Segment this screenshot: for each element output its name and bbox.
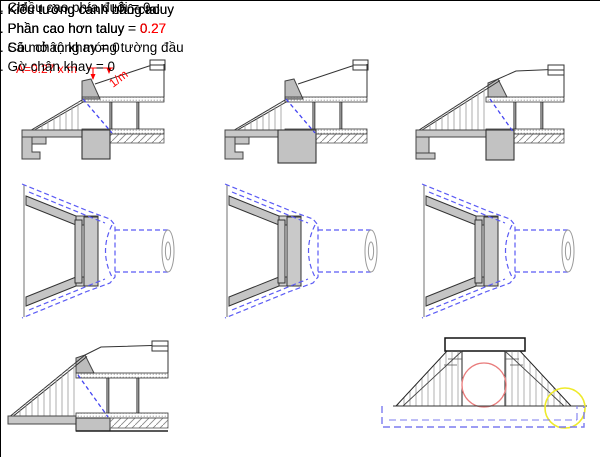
shallow-footing xyxy=(75,417,111,432)
panel2-value: 0.27 xyxy=(139,21,167,36)
panel2-line3: . Có mở rộng móng tường đầu xyxy=(0,40,184,55)
cutoff-stub xyxy=(31,136,47,145)
pipe-circle xyxy=(461,362,507,408)
panel4-line3: . Sâu chân khay = 0 xyxy=(0,40,120,55)
plan-dashed-outline xyxy=(21,183,168,319)
wing-wall-top xyxy=(81,78,101,100)
elevation-caption: . Chiều cao phía đuôi = 0 xyxy=(0,0,151,15)
widened-footing xyxy=(277,129,317,164)
apron-slab xyxy=(21,129,83,138)
dimension-label: A=0.27 x m xyxy=(16,62,77,76)
wing-wall-lower xyxy=(25,276,77,307)
headwall-footing xyxy=(81,129,111,160)
panel2-text: . Kiểu tường cánh nhô cao . Phần cao hơn… xyxy=(0,0,184,57)
wall-slope-dashed xyxy=(489,98,515,134)
panel4-text: . Kiểu tường cánh bằng taluy . Phần cao … xyxy=(0,0,174,76)
barrel-joints xyxy=(109,102,140,129)
side-view-flush-wall xyxy=(415,64,565,161)
slope-lines xyxy=(415,78,501,133)
panel1-line1: . Kiểu tường cánh nhô cao xyxy=(0,2,160,17)
panel4-line2: . Phần cao hơn taluy = 0.27 xyxy=(0,21,167,36)
panel1-value: 0.27 xyxy=(139,21,167,36)
plan-view-3 xyxy=(421,183,575,319)
headwall-front xyxy=(74,219,83,284)
wing-wall-upper xyxy=(25,195,77,226)
panel1-line2: . Phần cao hơn taluy = 0.27 xyxy=(0,21,167,36)
panel2-line2: . Phần cao hơn taluy = 0.27 xyxy=(0,21,167,36)
foundation-hatch xyxy=(109,133,165,144)
right-wing-wall xyxy=(504,350,573,407)
panel1-text: . Kiểu tường cánh nhô cao . Phần cao hơn… xyxy=(0,0,166,38)
highlight-circle xyxy=(544,387,586,429)
pipe-bell-dashed xyxy=(104,224,113,278)
panel4-value: 0.27 xyxy=(139,21,167,36)
side-view-no-cutoff xyxy=(7,340,169,432)
wall-slope-dashed xyxy=(285,98,316,134)
pipe-opening xyxy=(164,241,172,261)
slope-hatch xyxy=(35,102,79,130)
border-right xyxy=(0,0,1,457)
panel3-text: . Kiểu tường cánh bằng taluy . Phần cao … xyxy=(0,0,174,38)
flat-apron xyxy=(7,415,77,425)
divider-bottom xyxy=(0,0,1,127)
dimension-A xyxy=(88,67,113,80)
wall-slope-dashed xyxy=(77,374,109,418)
panel4-line1: . Kiểu tường cánh bằng taluy xyxy=(0,2,175,17)
panel3-line2: . Phần cao hơn taluy = 0 xyxy=(0,21,148,36)
pipe-end xyxy=(161,229,175,273)
panel3-value: 0 xyxy=(139,21,148,36)
side-view-widened-footing xyxy=(224,59,369,164)
wing-wall-top xyxy=(284,78,304,100)
plan-view-2 xyxy=(224,183,378,319)
slope-lines xyxy=(27,99,85,133)
apron-dashed-outline xyxy=(381,406,585,428)
panel2-line1: . Kiểu tường cánh nhô cao xyxy=(0,2,160,17)
left-wing-wall xyxy=(394,350,463,407)
headwall-cap xyxy=(444,337,526,352)
front-elevation xyxy=(381,337,587,429)
headwall-back xyxy=(83,216,99,287)
panel3-line1: . Kiểu tường cánh bằng taluy xyxy=(0,2,175,17)
border-bottom xyxy=(0,0,600,1)
wall-slope-dashed xyxy=(82,98,113,134)
barrel-top-slab xyxy=(81,96,165,103)
plan-view-1 xyxy=(21,183,175,319)
side-view-protruding-wall: A=0.27 x m 1/m xyxy=(16,59,166,160)
panel4-line4: . Gờ chân khay = 0 xyxy=(0,59,116,74)
headwall-footing xyxy=(485,129,515,161)
pipe-body-dashed xyxy=(115,229,168,273)
